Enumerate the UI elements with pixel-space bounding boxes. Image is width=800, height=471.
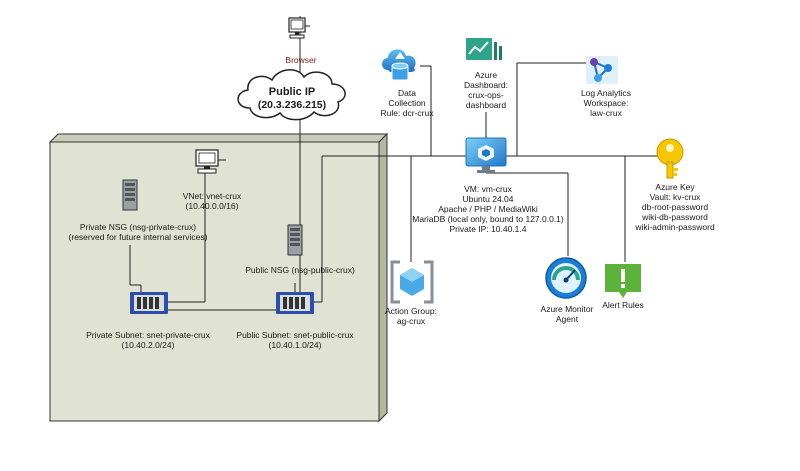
vnet-container (48, 132, 389, 423)
public-nsg-server-icon (287, 224, 303, 256)
connector-lines (129, 16, 673, 311)
data-collection-icon (382, 49, 416, 81)
log-analytics-icon (586, 56, 618, 84)
key-vault-icon (656, 138, 684, 179)
action-group-label: Action Group: ag-crux (385, 306, 437, 326)
public-ip-title: Public IP (268, 86, 316, 98)
vnet-router-icon (195, 149, 226, 174)
vm-icon (465, 137, 507, 173)
data-collection-label: Data Collection Rule: dcr-crux (380, 88, 434, 118)
dashboard-icon (466, 38, 502, 60)
vnet-label: VNet: vnet-crux (10.40.0.0/16) (182, 191, 242, 211)
public-ip-address: (20.3.236.215) (257, 99, 327, 111)
dashboard-label: Azure Dashboard: crux-ops- dashboard (464, 70, 508, 110)
public-ip-cloud (237, 69, 346, 121)
public-subnet-label: Public Subnet: snet-public-crux (10.40.1… (236, 330, 354, 350)
private-subnet-label: Private Subnet: snet-private-crux (10.40… (86, 330, 210, 350)
private-nsg-label: Private NSG (nsg-private-crux) (reserved… (68, 222, 208, 242)
log-analytics-label: Log Analytics Workspace: law-crux (580, 88, 632, 118)
key-vault-label: Azure Key Vault: kv-crux db-root-passwor… (635, 182, 715, 232)
browser-icon (288, 17, 310, 39)
private-nsg-server-icon (122, 179, 138, 211)
public-nsg-label: Public NSG (nsg-public-crux) (245, 265, 355, 275)
public-subnet-icon (276, 292, 314, 314)
action-group-icon (390, 260, 434, 304)
alert-rules-label: Alert Rules (602, 300, 644, 310)
monitor-agent-icon (545, 257, 587, 299)
monitor-agent-label: Azure Monitor Agent (540, 304, 594, 324)
vm-label: VM: vm-crux Ubuntu 24.04 Apache / PHP / … (412, 184, 564, 234)
private-subnet-icon (130, 292, 168, 314)
alert-rules-icon (605, 264, 641, 298)
browser-label: Browser (285, 55, 317, 65)
